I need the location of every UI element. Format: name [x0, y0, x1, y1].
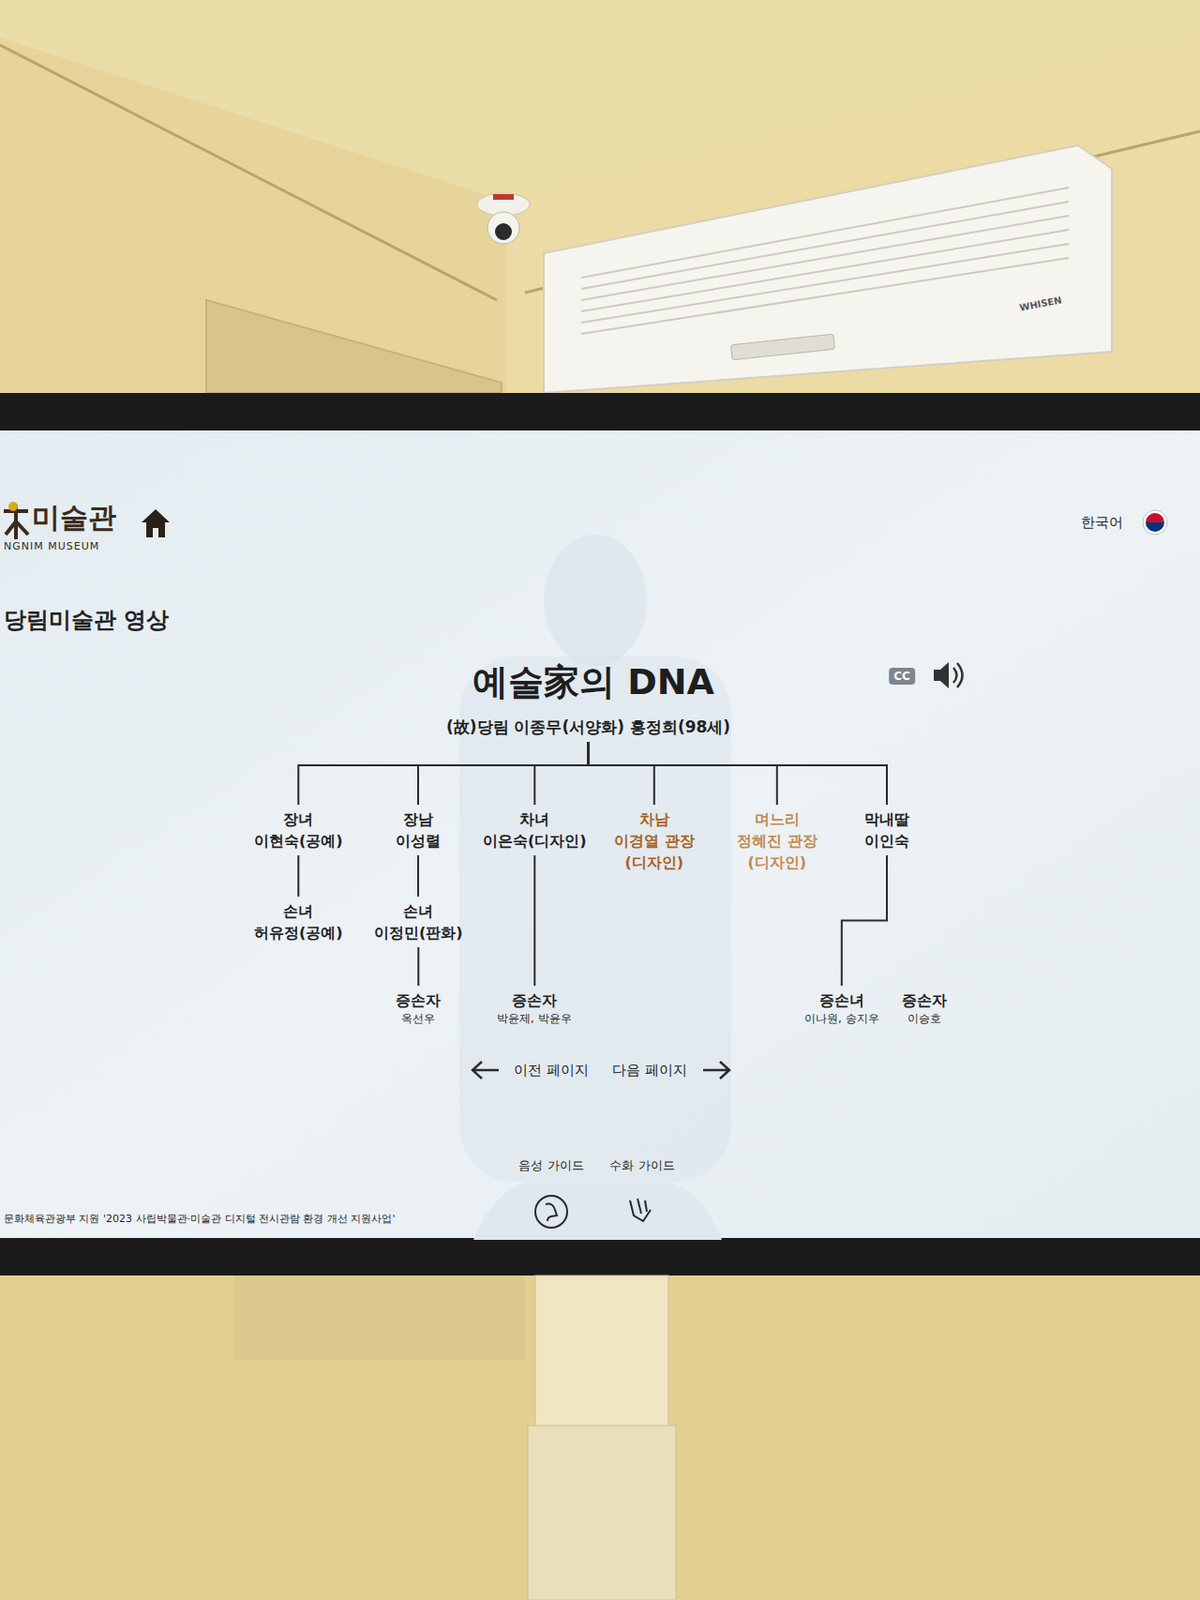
member-text: 장녀 — [254, 808, 344, 830]
museum-logo-latin: NGNIM MUSEUM — [3, 540, 100, 553]
ancestor-couple: (故)당림 이종무(서양화) 홍정희(98세) — [446, 716, 731, 738]
family-member: 손녀이정민(판화) — [374, 900, 464, 944]
sign-guide-label: 수화 가이드 — [609, 1156, 675, 1174]
lineage-line — [417, 946, 420, 986]
member-text: 차남 — [614, 808, 695, 830]
diagram-title: 예술家의 DNA — [472, 658, 715, 706]
member-subtext: 허유정(공예) — [254, 921, 344, 944]
member-subtext: 이경열 관장 — [614, 829, 695, 852]
member-text: 차녀 — [482, 808, 587, 830]
family-member: 증손자이승호 — [901, 989, 947, 1027]
lineage-line — [297, 855, 300, 897]
family-member: 증손녀이나원, 송지우 — [804, 989, 880, 1027]
voice-guide-label: 음성 가이드 — [518, 1156, 584, 1174]
lineage-line — [588, 741, 655, 805]
member-subtext: 이승호 — [901, 1010, 947, 1027]
member-subtext: (디자인) — [736, 851, 818, 873]
lineage-line — [417, 855, 420, 897]
member-subtext: 정혜진 관장 — [736, 829, 818, 852]
member-subtext: 이나원, 송지우 — [804, 1010, 880, 1027]
language-button: 한국어 — [1080, 513, 1124, 532]
family-member: 며느리정혜진 관장(디자인) — [736, 808, 818, 873]
member-text: 손녀 — [254, 900, 344, 922]
family-member: 장남이성렬 — [395, 808, 441, 852]
member-subtext: 이인숙 — [864, 829, 910, 852]
lineage-line — [588, 741, 887, 805]
section-heading: 당림미술관 영상 — [3, 604, 169, 635]
member-subtext: 이정민(판화) — [374, 921, 464, 944]
next-page-button: 다음 페이지 — [612, 1061, 688, 1080]
member-subtext: (디자인) — [614, 851, 695, 873]
prev-page-button: 이전 페이지 — [513, 1061, 589, 1080]
member-text: 증손자 — [901, 989, 947, 1011]
member-text: 손녀 — [374, 900, 464, 922]
caption-button: CC — [888, 667, 915, 685]
member-text: 증손자 — [496, 989, 572, 1011]
family-member: 차남이경열 관장(디자인) — [614, 808, 695, 873]
member-subtext: 옥선우 — [395, 1010, 441, 1027]
member-subtext: 이현숙(공예) — [254, 829, 344, 852]
family-member: 손녀허유정(공예) — [254, 900, 344, 944]
lineage-line — [588, 741, 778, 805]
member-subtext: 이성렬 — [395, 829, 441, 852]
family-member: 차녀이은숙(디자인) — [482, 808, 587, 852]
member-text: (故)당림 이종무(서양화) 홍정희(98세) — [446, 716, 731, 738]
lineage-line — [533, 855, 536, 986]
member-text: 증손녀 — [804, 989, 880, 1011]
lineage-line — [418, 741, 589, 805]
family-member: 증손자옥선우 — [395, 989, 441, 1027]
member-subtext: 이은숙(디자인) — [482, 829, 587, 852]
family-member: 증손자박윤제, 박윤우 — [496, 989, 572, 1027]
lineage-line — [841, 855, 887, 986]
museum-logo: 미술관 — [31, 498, 117, 538]
family-member: 장녀이현숙(공예) — [254, 808, 344, 852]
lineage-line — [534, 741, 588, 805]
member-text: 증손자 — [395, 989, 441, 1011]
member-text: 막내딸 — [864, 808, 910, 830]
lineage-line — [298, 741, 588, 805]
member-text: 며느리 — [736, 808, 818, 830]
family-member: 막내딸이인숙 — [864, 808, 910, 852]
sponsor-footnote: 문화체육관광부 지원 '2023 사립박물관·미술관 디지털 전시관람 환경 개… — [3, 1211, 396, 1226]
member-subtext: 박윤제, 박윤우 — [496, 1010, 572, 1027]
member-text: 장남 — [395, 808, 441, 830]
